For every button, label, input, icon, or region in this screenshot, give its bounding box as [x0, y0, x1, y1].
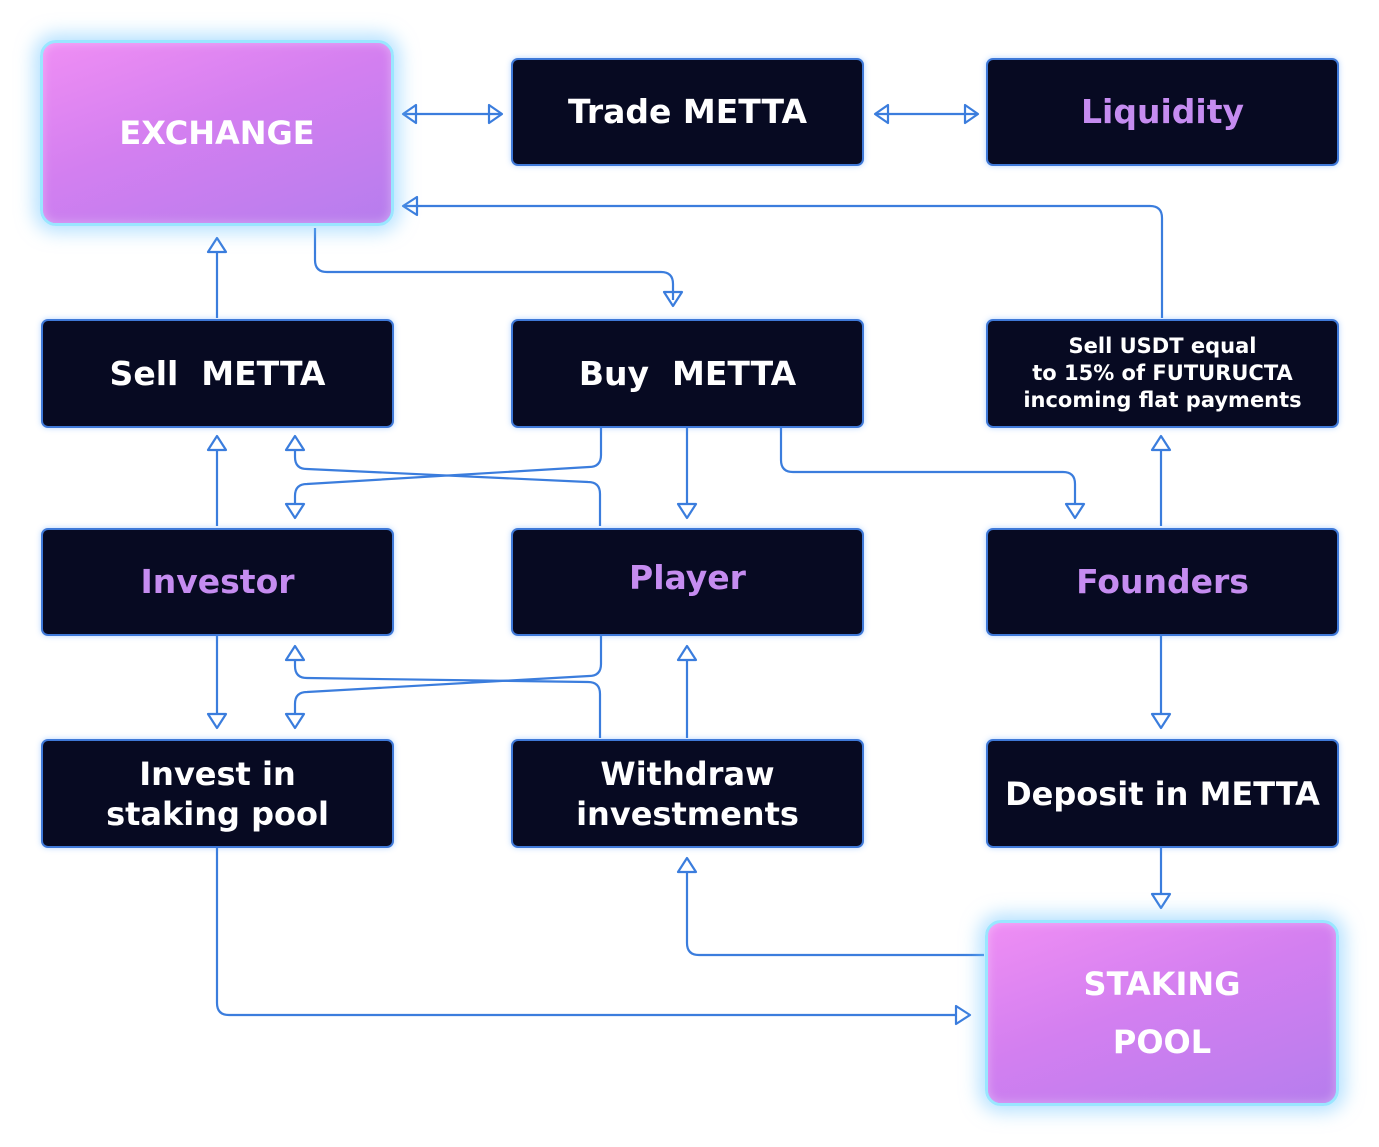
investor-label: Investor [140, 562, 295, 601]
withdraw-line-2: investments [576, 794, 799, 833]
invest-staking-node: Invest in staking pool [41, 739, 394, 848]
arrowhead [401, 195, 419, 217]
sell-usdt-line-1: Sell USDT equal [1068, 334, 1257, 358]
liquidity-label: Liquidity [1081, 92, 1244, 131]
sell-metta-label: Sell METTA [109, 353, 326, 393]
buy-metta-node: Buy METTA [511, 319, 864, 428]
deposit-label: Deposit in METTA [1005, 774, 1320, 813]
sell-metta-node: Sell METTA [41, 319, 394, 428]
arrowhead [206, 236, 228, 254]
arrowhead [676, 644, 698, 662]
withdraw-node: Withdraw investments [511, 739, 864, 848]
sell-usdt-line-3: incoming flat payments [1023, 388, 1302, 412]
buy-metta-label: Buy METTA [578, 353, 797, 393]
staking-line-2: POOL [1112, 1023, 1212, 1061]
staking-line-1: STAKING [1083, 965, 1241, 1003]
arrowhead [284, 712, 306, 730]
connector-player-sell [293, 450, 602, 526]
exchange-node: EXCHANGE [40, 40, 394, 226]
arrowhead [284, 644, 306, 662]
investor-node: Investor [41, 528, 394, 636]
connector-exchange-buy [313, 228, 675, 300]
trade-metta-label: Trade METTA [567, 92, 808, 131]
withdraw-line-1: Withdraw [600, 754, 775, 793]
connector-staking-withdraw [685, 872, 984, 957]
connector-buy-investor [293, 428, 603, 504]
connector-invest-staking [215, 848, 956, 1017]
connector-buy-founders [779, 428, 1077, 504]
founders-node: Founders [986, 528, 1339, 636]
liquidity-node: Liquidity [986, 58, 1339, 166]
player-node: Player [511, 528, 864, 636]
staking-pool-node: STAKING POOL [985, 920, 1339, 1106]
connector-sellusdt-exchange [403, 204, 1164, 318]
deposit-node: Deposit in METTA [986, 739, 1339, 848]
arrowhead [1064, 502, 1086, 520]
arrowhead [206, 434, 228, 452]
arrowhead [676, 856, 698, 874]
arrowhead [1150, 892, 1172, 910]
exchange-label: EXCHANGE [119, 114, 315, 152]
arrowhead [676, 502, 698, 520]
arrowhead [401, 103, 418, 125]
founders-label: Founders [1076, 562, 1249, 601]
sell-usdt-node: Sell USDT equal to 15% of FUTURUCTA inco… [986, 319, 1339, 428]
sell-usdt-line-2: to 15% of FUTURUCTA [1032, 361, 1293, 385]
arrowhead [487, 103, 504, 125]
arrowhead [284, 502, 306, 520]
arrowhead [284, 434, 306, 452]
arrowhead [963, 103, 980, 125]
arrowhead [954, 1004, 972, 1026]
arrowhead [1150, 434, 1172, 452]
arrowhead [206, 712, 228, 730]
arrowhead [662, 290, 684, 308]
connector-withdraw-investor [293, 660, 602, 738]
trade-metta-node: Trade METTA [511, 58, 864, 166]
invest-line-2: staking pool [106, 794, 329, 833]
connector-player-invest [293, 636, 603, 714]
arrowhead [873, 103, 890, 125]
invest-line-1: Invest in [139, 754, 296, 793]
arrowhead [1150, 712, 1172, 730]
player-label: Player [629, 558, 746, 597]
